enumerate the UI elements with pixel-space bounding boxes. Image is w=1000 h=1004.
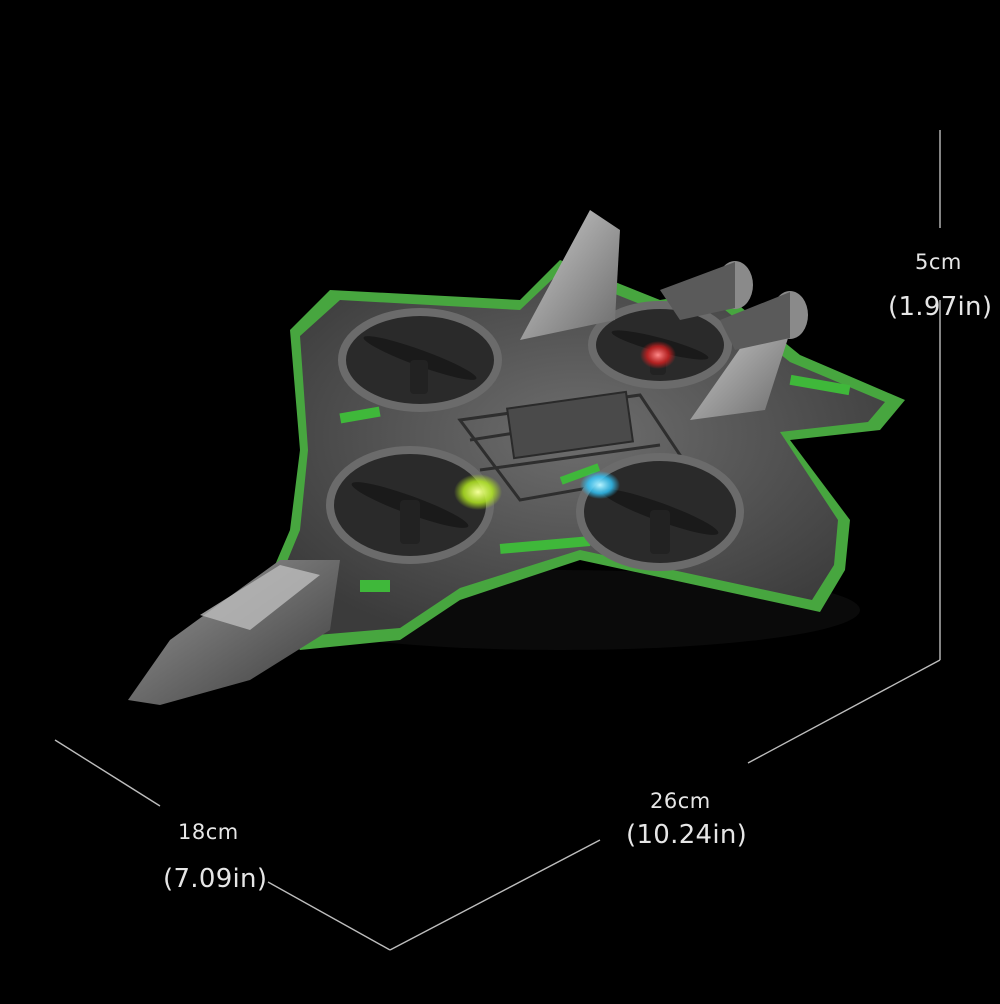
width-in-label: (7.09in) xyxy=(163,864,268,894)
green-accents xyxy=(339,374,851,592)
length-in-label: (10.24in) xyxy=(626,820,748,850)
length-cm-label: 26cm xyxy=(650,789,711,813)
width-line-upper xyxy=(54,739,161,807)
length-line-right xyxy=(747,659,941,764)
light-rear-right xyxy=(640,341,676,369)
tail-fin-left xyxy=(520,210,620,340)
cockpit xyxy=(200,565,320,630)
length-line-left xyxy=(389,839,601,951)
dimension-lines xyxy=(54,130,941,951)
drone-illustration xyxy=(128,210,905,705)
width-cm-label: 18cm xyxy=(178,820,239,844)
width-line-lower xyxy=(267,881,391,951)
tail-fin-right xyxy=(690,320,790,420)
engine-nozzles xyxy=(660,261,808,350)
center-hatch xyxy=(505,390,635,460)
light-front-left xyxy=(454,474,502,510)
light-front-right xyxy=(580,471,620,499)
height-cm-label: 5cm xyxy=(915,250,962,274)
height-in-label: (1.97in) xyxy=(888,292,993,322)
